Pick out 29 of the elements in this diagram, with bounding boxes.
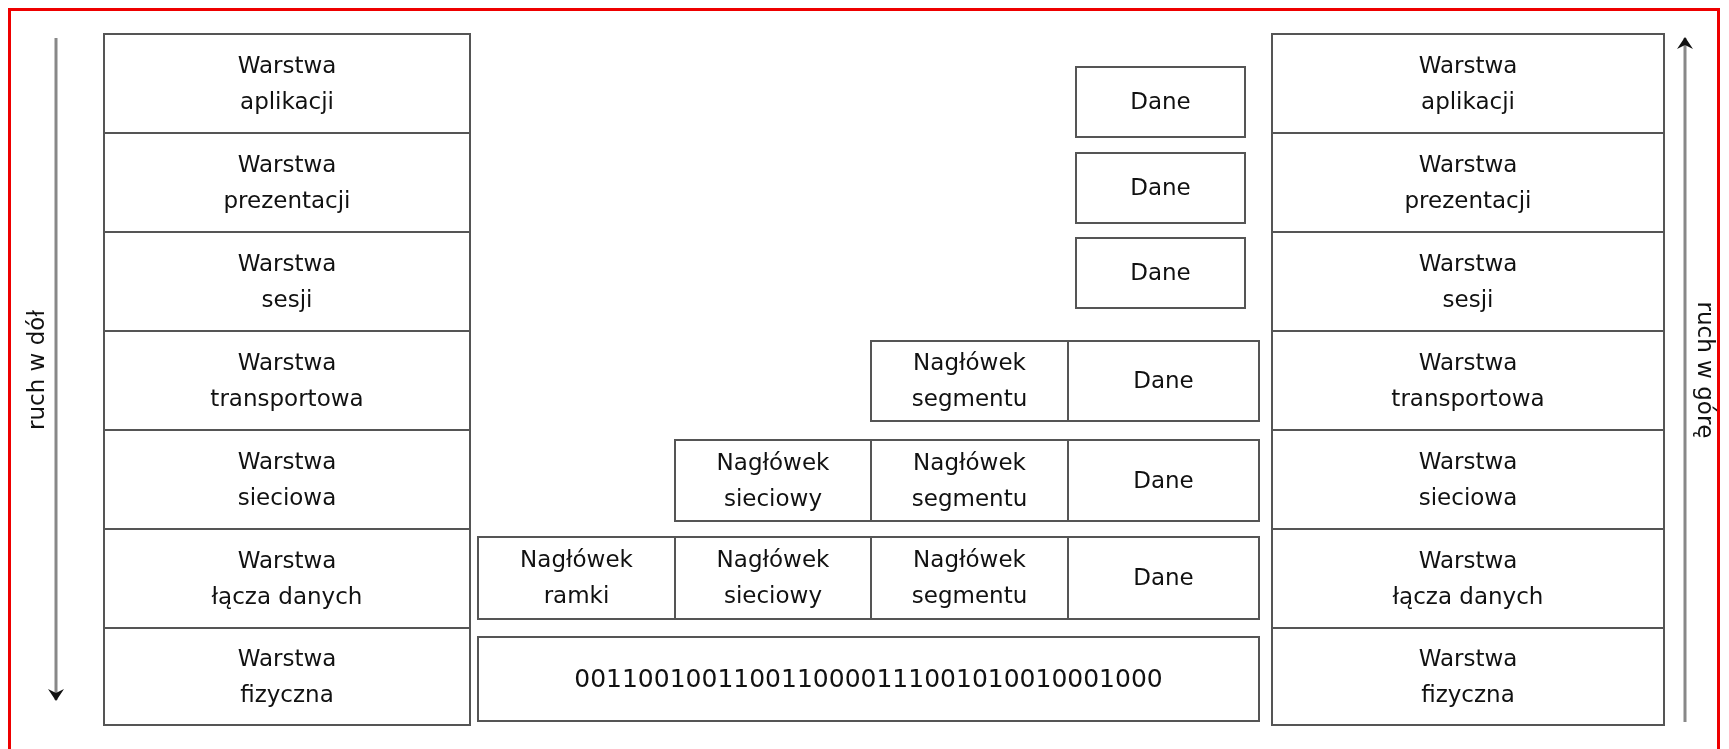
layer-box: Warstwa prezentacji: [103, 132, 471, 233]
data-cell: Nagłówek sieciowy: [674, 536, 872, 620]
data-cell: Nagłówek segmentu: [870, 536, 1069, 620]
layer-box: Warstwa aplikacji: [103, 33, 471, 134]
direction-label: ruch w górę: [1693, 301, 1719, 439]
layer-box: Warstwa transportowa: [1271, 330, 1665, 431]
layer-box: Warstwa fizyczna: [103, 627, 471, 726]
layer-box: Warstwa sieciowa: [103, 429, 471, 530]
layer-box: Warstwa fizyczna: [1271, 627, 1665, 726]
data-cell: Nagłówek segmentu: [870, 439, 1069, 522]
layer-box: Warstwa sesji: [103, 231, 471, 332]
data-cell: Nagłówek ramki: [477, 536, 676, 620]
layer-box: Warstwa łącza danych: [1271, 528, 1665, 629]
data-cell: Nagłówek sieciowy: [674, 439, 872, 522]
layer-box: Warstwa prezentacji: [1271, 132, 1665, 233]
data-cell: Dane: [1075, 66, 1246, 138]
data-cell: Dane: [1067, 536, 1260, 620]
layer-box: Warstwa aplikacji: [1271, 33, 1665, 134]
layer-box: Warstwa łącza danych: [103, 528, 471, 629]
layer-box: Warstwa sesji: [1271, 231, 1665, 332]
layer-box: Warstwa sieciowa: [1271, 429, 1665, 530]
direction-label: ruch w dół: [23, 310, 49, 430]
data-cell: 0011001001100110000111001010010001000: [477, 636, 1260, 722]
data-cell: Nagłówek segmentu: [870, 340, 1069, 422]
data-cell: Dane: [1067, 340, 1260, 422]
data-cell: Dane: [1075, 152, 1246, 224]
layer-box: Warstwa transportowa: [103, 330, 471, 431]
data-cell: Dane: [1075, 237, 1246, 309]
data-cell: Dane: [1067, 439, 1260, 522]
